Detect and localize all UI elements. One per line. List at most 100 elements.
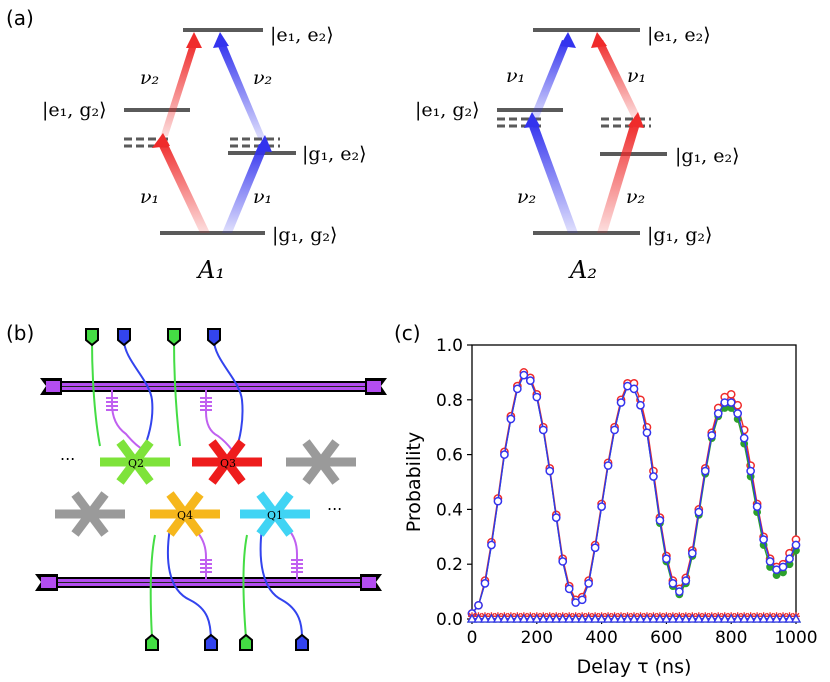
nu-lower-right: ν₁	[253, 186, 272, 208]
series-2-point	[577, 595, 587, 605]
ket-top: |e₁, e₂⟩	[647, 24, 711, 46]
z-line-q4	[166, 527, 212, 639]
red-arrowhead-upper	[186, 32, 202, 48]
panel-c-label: (c)	[394, 321, 421, 345]
connector-top-1	[85, 328, 99, 347]
series-5-point	[466, 613, 478, 623]
series-5-point	[628, 613, 640, 623]
series-5-point	[641, 613, 653, 623]
blue-arrowhead-upper	[213, 32, 229, 48]
ket-left-mid: |e₁, g₂⟩	[42, 99, 107, 121]
series-5-point	[713, 613, 724, 623]
xy-line-q2	[91, 339, 101, 447]
series-5-point	[654, 613, 666, 623]
series-5-point	[751, 613, 763, 623]
ellipsis-right: ...	[327, 495, 342, 514]
series-2-line	[471, 374, 797, 614]
series-2-point	[590, 543, 600, 553]
connector-top-3	[167, 328, 181, 347]
series-5-point	[777, 613, 789, 623]
y-tick-label: 0.6	[436, 446, 463, 466]
series-5-point	[739, 613, 750, 623]
series-2-point	[506, 414, 516, 424]
resonator-q3	[205, 390, 233, 451]
readout-line-top	[40, 378, 387, 395]
series-2-point	[519, 370, 529, 380]
ket-bottom: |g₁, g₂⟩	[647, 224, 712, 246]
series-0-point	[726, 389, 736, 399]
series-5-point	[551, 613, 562, 623]
series-2-point	[675, 587, 684, 596]
series-2-point	[532, 392, 542, 402]
blue-arrow-upper	[217, 42, 266, 140]
series-2-point	[545, 466, 555, 476]
series-2-point	[603, 461, 613, 470]
series-2-point	[713, 409, 723, 418]
series-5-point	[531, 613, 542, 623]
series-5-point	[700, 613, 711, 623]
y-tick-label: 0.0	[436, 610, 463, 630]
x-tick-label: 400	[585, 628, 617, 648]
nu-upper-right: ν₂	[253, 67, 272, 89]
series-2-point	[629, 384, 639, 394]
z-line-q3	[213, 339, 244, 453]
series-5-point	[764, 613, 776, 623]
panel-a-label: (a)	[6, 6, 34, 30]
series-2-point	[649, 472, 658, 481]
x-tick-label: 0	[467, 628, 478, 648]
connector-top-2	[117, 328, 131, 347]
series-5-point	[622, 613, 633, 623]
red-arrow-upper	[595, 40, 640, 118]
series-5-point	[680, 613, 691, 623]
series-5-point	[499, 613, 510, 623]
x-axis-label: Delay τ (ns)	[577, 656, 692, 678]
ket-right-mid: |g₁, e₂⟩	[302, 143, 367, 165]
qubit-label-q3: Q3	[220, 457, 236, 470]
series-5-point	[674, 613, 685, 623]
series-5-point	[648, 613, 659, 623]
series-2-point	[487, 540, 496, 550]
series-5-point	[512, 613, 523, 623]
series-5-point	[544, 613, 555, 623]
series-2-point	[687, 548, 697, 558]
qubit-label-q2: Q2	[128, 457, 144, 470]
series-2-point	[662, 554, 671, 564]
blue-arrow-lower	[528, 122, 578, 233]
series-5-point	[745, 613, 756, 623]
series-2-point	[752, 502, 762, 512]
series-2-point	[616, 398, 626, 407]
panel-b-label: (b)	[6, 321, 34, 345]
x-tick-label: 600	[650, 628, 682, 648]
series-2-point	[791, 540, 801, 550]
diagram-title-a2: A₂	[568, 256, 597, 284]
connector-bottom-3	[239, 633, 253, 651]
ket-right-mid: |g₁, e₂⟩	[675, 145, 740, 167]
series-2-point	[785, 554, 794, 564]
series-5-point	[790, 613, 802, 623]
ellipsis-left: ...	[60, 445, 75, 464]
ket-bottom: |g₁, g₂⟩	[272, 224, 337, 246]
red-arrow-lower	[157, 140, 210, 233]
blue-arrowhead-upper	[560, 32, 576, 48]
series-5-point	[492, 613, 504, 623]
series-1-line	[471, 374, 797, 614]
y-axis-label: Probability	[403, 432, 425, 532]
ket-left-mid: |e₁, g₂⟩	[415, 99, 480, 121]
x-tick-label: 200	[521, 628, 553, 648]
y-tick-label: 0.4	[436, 500, 463, 520]
series-2-point	[733, 409, 743, 418]
qubit-grey-right	[286, 439, 356, 485]
series-2-point	[636, 400, 645, 410]
series-5-point	[687, 613, 698, 623]
series-2-point	[493, 496, 503, 506]
series-2-point	[746, 466, 755, 476]
nu-upper-right: ν₁	[627, 65, 646, 87]
series-5-point	[538, 613, 549, 623]
series-5-point	[602, 613, 614, 623]
series-5-point	[479, 613, 491, 623]
qubit-q3: Q3	[192, 439, 262, 485]
nu-lower-left: ν₂	[517, 186, 536, 208]
